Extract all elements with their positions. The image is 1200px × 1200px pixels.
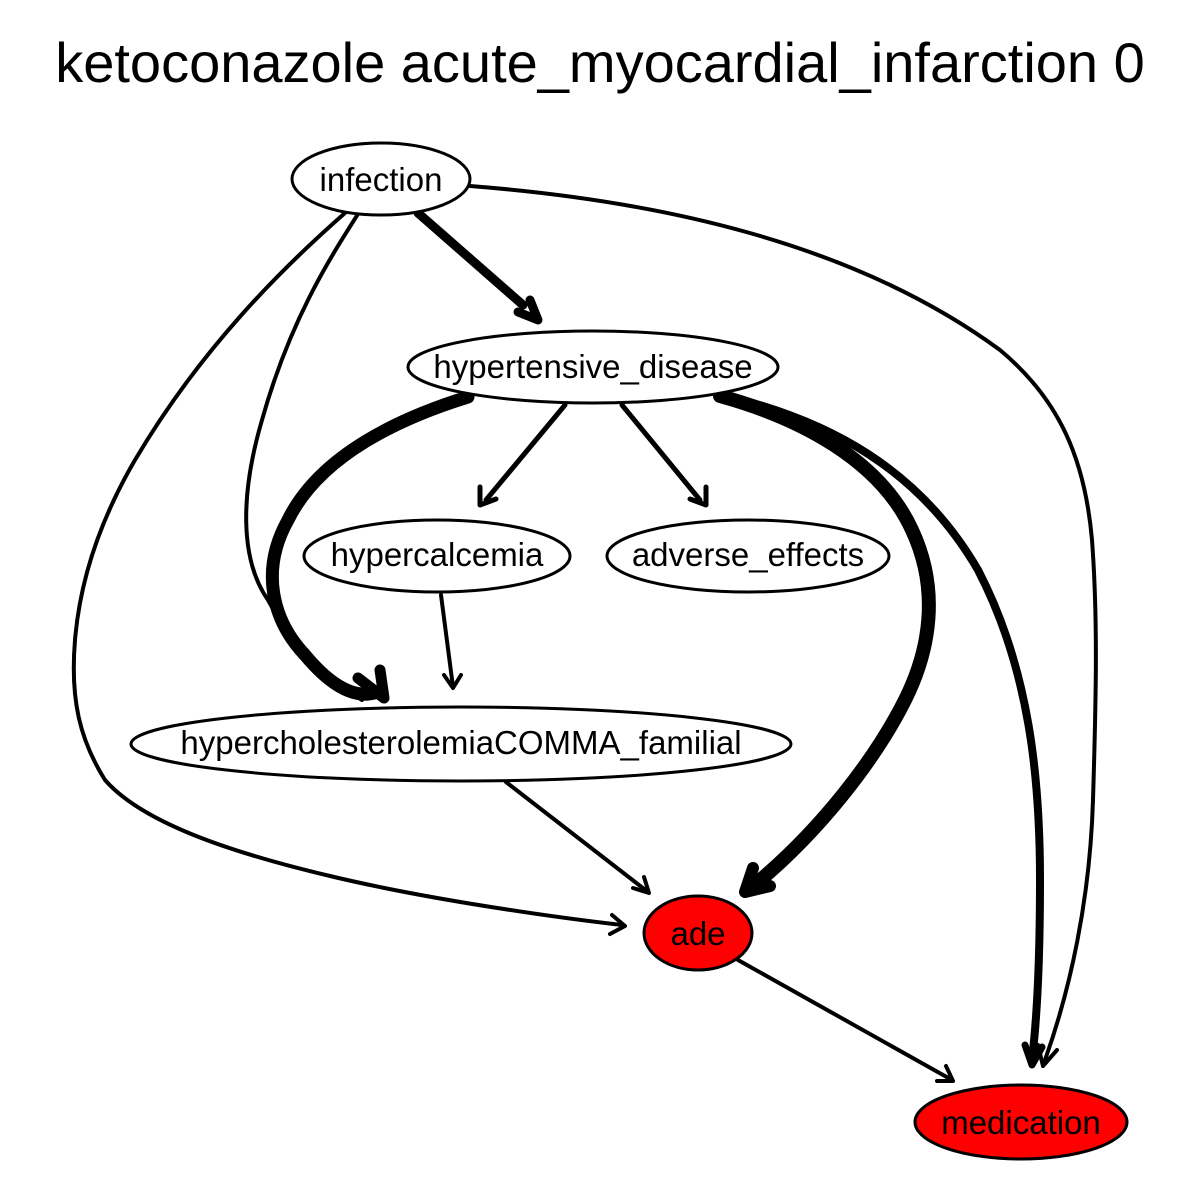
edge-infection-to-hypertensive-disease [413, 208, 543, 325]
node-adverse-effects[interactable]: adverse_effects [605, 518, 891, 594]
node-hypercalcemia[interactable]: hypercalcemia [302, 518, 572, 594]
node-medication-shape [913, 1083, 1129, 1161]
node-adverse-effects-label: adverse_effects [632, 536, 864, 573]
node-hypertensive-disease[interactable]: hypertensive_disease [406, 329, 780, 405]
node-infection-shape [290, 141, 472, 217]
edge-hypertensive-disease-to-hypercalcemia [477, 402, 568, 508]
node-ade[interactable]: ade [642, 894, 754, 972]
edge-hypercalcemia-to-hypercholesterolemia [439, 593, 463, 690]
node-medication-label: medication [941, 1104, 1101, 1141]
node-ade-shape [642, 894, 754, 972]
edge-infection-to-ade [71, 211, 627, 936]
node-hypercalcemia-label: hypercalcemia [331, 536, 544, 573]
node-hypercholesterolemia-shape [129, 705, 793, 783]
node-infection[interactable]: infection [290, 141, 472, 217]
node-infection-label: infection [320, 161, 443, 198]
node-layer: infection hypertensive_disease hypercalc… [129, 141, 1129, 1161]
diagram-title: ketoconazole acute_myocardial_infarction… [55, 31, 1145, 94]
edge-hypercholesterolemia-to-ade [504, 780, 651, 895]
node-adverse-effects-shape [605, 518, 891, 594]
edge-hypertensive-disease-to-ade [713, 389, 936, 898]
edge-ade-to-medication [736, 958, 955, 1083]
node-medication[interactable]: medication [913, 1083, 1129, 1161]
node-hypercalcemia-shape [302, 518, 572, 594]
edge-hypertensive-disease-to-hypercholesterolemia [265, 390, 475, 704]
node-hypertensive-disease-label: hypertensive_disease [433, 348, 752, 385]
node-hypercholesterolemia-label: hypercholesterolemiaCOMMA_familial [180, 724, 741, 761]
node-ade-label: ade [670, 915, 725, 952]
node-hypercholesterolemia[interactable]: hypercholesterolemiaCOMMA_familial [129, 705, 793, 783]
edge-layer [71, 184, 1098, 1083]
edge-hypertensive-disease-to-adverse-effects [619, 402, 709, 508]
edge-hypertensive-disease-to-medication [718, 391, 1046, 1069]
node-hypertensive-disease-shape [406, 329, 780, 405]
